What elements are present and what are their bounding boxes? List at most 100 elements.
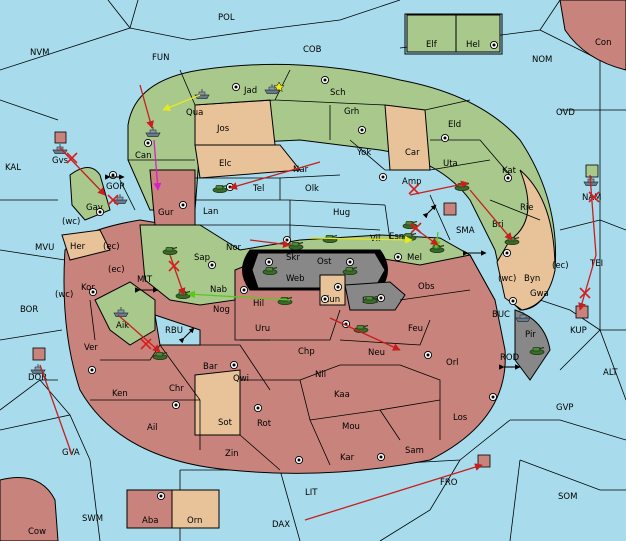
label-aba: Aba — [142, 516, 158, 526]
supply-center-icon — [178, 200, 188, 210]
arrow-icon — [304, 463, 483, 521]
label-nab: Nab — [210, 285, 227, 295]
label-feu: Feu — [408, 324, 423, 334]
supply-center-icon — [345, 257, 355, 267]
label-nil: Nil — [315, 370, 326, 380]
coast-ec2: (ec) — [108, 265, 125, 275]
arrow-icon — [39, 364, 73, 456]
label-pir: Pir — [525, 330, 536, 340]
label-rot: Rot — [257, 419, 272, 429]
arrow-icon — [169, 254, 186, 296]
supply-center-icon — [229, 360, 239, 370]
supply-center-icon — [87, 365, 97, 375]
label-sot: Sot — [218, 418, 233, 428]
passage-arrows — [105, 174, 521, 370]
region-cow[interactable] — [0, 477, 59, 541]
label-gwa: Gwa — [530, 289, 549, 299]
label-orn: Orn — [187, 516, 202, 526]
label-eun: Eun — [324, 295, 340, 305]
label-can: Can — [135, 151, 152, 161]
supply-center-icon — [376, 452, 386, 462]
continent — [61, 63, 557, 474]
supply-center-icon — [239, 285, 249, 295]
label-rod: ROD — [500, 353, 520, 363]
label-fro: FRO — [440, 478, 458, 488]
supply-center-icon — [156, 491, 166, 501]
arrow-icon — [178, 327, 195, 344]
order-arrows — [39, 84, 597, 521]
label-sap: Sap — [194, 253, 210, 263]
label-ost: Ost — [317, 257, 332, 267]
label-buc: BUC — [492, 310, 510, 320]
label-gor: GOR — [106, 182, 125, 192]
supply-center-icon — [489, 40, 499, 50]
region-orn[interactable] — [171, 489, 220, 529]
arrow-icon — [162, 94, 201, 111]
supply-center-icon — [502, 248, 512, 258]
arrow-icon — [153, 139, 162, 191]
supply-center-icon — [393, 252, 403, 262]
coast-wc1: (wc) — [62, 217, 80, 227]
supply-center-icon — [378, 172, 388, 182]
label-mvu: MVU — [35, 243, 54, 253]
supply-center-icon — [95, 207, 105, 217]
label-eld: Eld — [448, 120, 461, 130]
arrow-icon — [139, 84, 154, 129]
label-nor: Nor — [226, 243, 242, 253]
label-lit: LIT — [305, 488, 318, 498]
arrow-icon — [469, 189, 513, 241]
label-uta: Uta — [443, 159, 458, 169]
supply-center-icon — [88, 287, 98, 297]
label-chp: Chp — [298, 347, 315, 357]
arrow-icon — [309, 235, 413, 244]
label-alt: ALT — [603, 368, 618, 378]
supply-center-icon — [282, 235, 292, 245]
label-lan: Lan — [203, 207, 218, 217]
label-dor: DOR — [28, 373, 47, 383]
label-skr: Skr — [286, 253, 300, 263]
label-orl: Orl — [446, 358, 459, 368]
label-dax: DAX — [272, 520, 290, 530]
label-fun: FUN — [152, 53, 169, 63]
label-aik: Aik — [116, 321, 129, 331]
label-amp: Amp — [402, 177, 422, 187]
ship-icon — [443, 202, 457, 216]
label-rbu: RBU — [165, 326, 183, 336]
supply-center-icon — [207, 260, 217, 270]
ship-icon — [575, 305, 589, 319]
region-labels: Elf Hel Jad Qua Sch Jos Grh Can Elc Yok … — [52, 40, 549, 526]
supply-center-icon — [320, 294, 330, 304]
label-som: SOM — [558, 492, 577, 502]
supply-center-icon — [357, 125, 367, 135]
coast-ec3: (ec) — [552, 261, 569, 271]
label-jad: Jad — [243, 86, 257, 96]
label-cow: Cow — [28, 527, 46, 537]
label-hel: Hel — [466, 40, 480, 50]
supply-center-icon — [488, 392, 498, 402]
label-chr: Chr — [169, 384, 184, 394]
label-jos: Jos — [216, 124, 230, 134]
label-nvm: NVM — [30, 48, 50, 58]
label-elf: Elf — [426, 40, 438, 50]
arrow-icon — [187, 290, 291, 301]
label-kal: KAL — [5, 163, 21, 173]
label-gvs: Gvs — [52, 156, 69, 166]
label-ver: Ver — [84, 343, 98, 353]
label-nom: NOM — [532, 55, 552, 65]
supply-center-icon — [264, 257, 274, 267]
label-olk: Olk — [305, 184, 319, 194]
supply-center-icon — [376, 293, 386, 303]
label-sma: SMA — [456, 226, 475, 236]
region-elf-hel — [406, 14, 501, 53]
label-kar: Kar — [340, 453, 355, 463]
label-mit: MIT — [137, 275, 153, 285]
label-bar: Bar — [203, 362, 218, 372]
supply-center-icon — [320, 75, 330, 85]
label-tei: TEI — [589, 259, 603, 269]
label-qwi: Qwi — [233, 374, 249, 384]
arrow-icon — [409, 180, 469, 196]
label-obs: Obs — [418, 282, 435, 292]
label-nog: Nog — [213, 305, 230, 315]
label-neu: Neu — [368, 348, 385, 358]
label-byn: Byn — [524, 274, 540, 284]
